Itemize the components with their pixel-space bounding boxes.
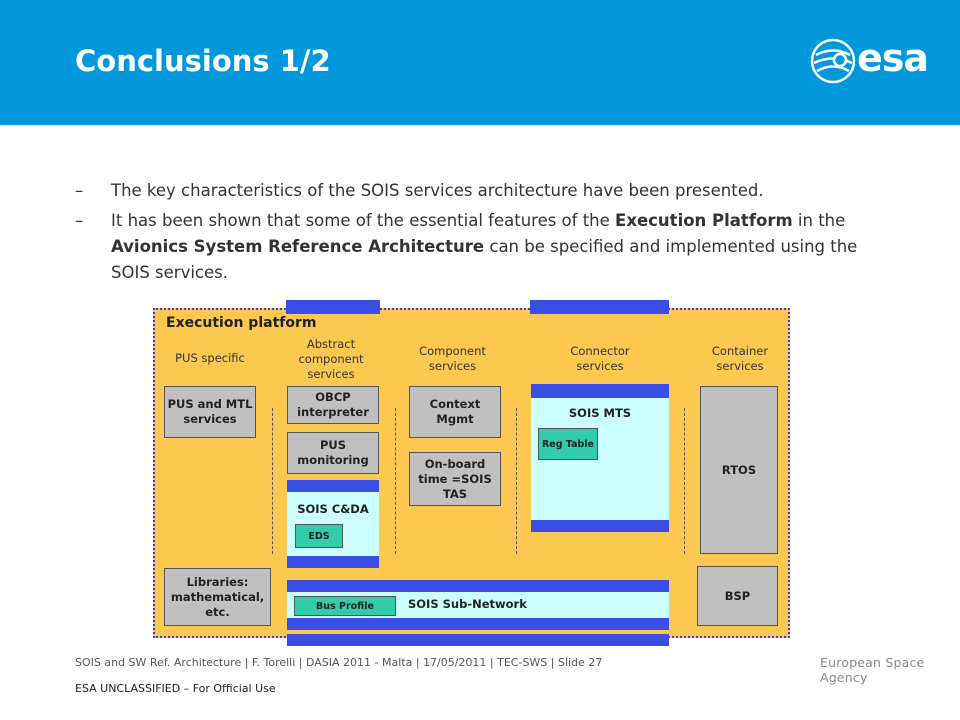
bullet-bold-execution-platform: Execution Platform	[615, 211, 793, 230]
sub-network-top-bar	[287, 580, 669, 592]
sub-network-bottom-bar	[287, 618, 669, 630]
top-tab-bar	[530, 300, 669, 314]
sois-mts-label: SOIS MTS	[568, 406, 632, 420]
sois-cda-top-bar	[287, 480, 379, 492]
execution-platform-title: Execution platform	[166, 315, 317, 331]
column-header-component: Component services	[419, 344, 486, 373]
onboard-time-box: On-board time =SOIS TAS	[409, 452, 501, 506]
bsp-box: BSP	[697, 566, 778, 626]
esa-logo: esa	[810, 36, 940, 88]
pus-mtl-services-box: PUS and MTL services	[164, 386, 256, 438]
classification-label: ESA UNCLASSIFIED – For Official Use	[75, 682, 276, 695]
footer-text: SOIS and SW Ref. Architecture | F. Torel…	[75, 656, 603, 669]
libraries-box: Libraries: mathematical, etc.	[164, 568, 271, 626]
bullet-text-part: It has been shown that some of the essen…	[111, 211, 616, 230]
esa-globe-icon	[810, 38, 856, 84]
top-tab-bar	[286, 300, 380, 314]
bullet-text-part: can be specified and implemented using t…	[111, 237, 858, 282]
bullet-text-part: in the	[792, 211, 846, 230]
sub-network-lower-bar	[287, 634, 669, 646]
column-header-abstract: Abstract component services	[298, 337, 364, 381]
rtos-box: RTOS	[700, 386, 778, 554]
pus-monitoring-box: PUS monitoring	[287, 432, 379, 474]
agency-name: European Space Agency	[820, 655, 925, 685]
bullet-list: – The key characteristics of the SOIS se…	[75, 178, 895, 290]
bullet-dash: –	[75, 181, 84, 200]
column-divider	[395, 408, 396, 554]
sub-network-label: SOIS Sub-Network	[408, 597, 527, 611]
column-divider	[272, 408, 273, 554]
sois-mts-bottom-bar	[531, 520, 669, 532]
sois-mts-top-bar	[531, 384, 669, 398]
sois-cda-label: SOIS C&DA	[297, 502, 369, 516]
bullet-text: The key characteristics of the SOIS serv…	[111, 181, 764, 200]
bullet-item: – It has been shown that some of the ess…	[75, 208, 895, 286]
bullet-dash: –	[75, 211, 84, 230]
obcp-interpreter-box: OBCP interpreter	[287, 386, 379, 424]
reg-table-box: Reg Table	[538, 428, 598, 460]
eds-box: EDS	[295, 524, 343, 548]
slide-title: Conclusions 1/2	[75, 44, 331, 78]
sois-cda-bottom-bar	[287, 556, 379, 568]
column-divider	[684, 408, 685, 554]
column-header-container: Container services	[711, 344, 769, 373]
context-mgmt-box: Context Mgmt	[409, 386, 501, 438]
bullet-bold-avionics-architecture: Avionics System Reference Architecture	[111, 237, 485, 256]
bus-profile-box: Bus Profile	[294, 596, 396, 616]
column-header-connector: Connector services	[570, 344, 630, 373]
esa-logo-text: esa	[857, 36, 929, 80]
column-divider	[516, 408, 517, 554]
column-header-pus: PUS specific	[175, 351, 245, 365]
bullet-item: – The key characteristics of the SOIS se…	[75, 178, 895, 204]
header-bar	[0, 0, 960, 125]
